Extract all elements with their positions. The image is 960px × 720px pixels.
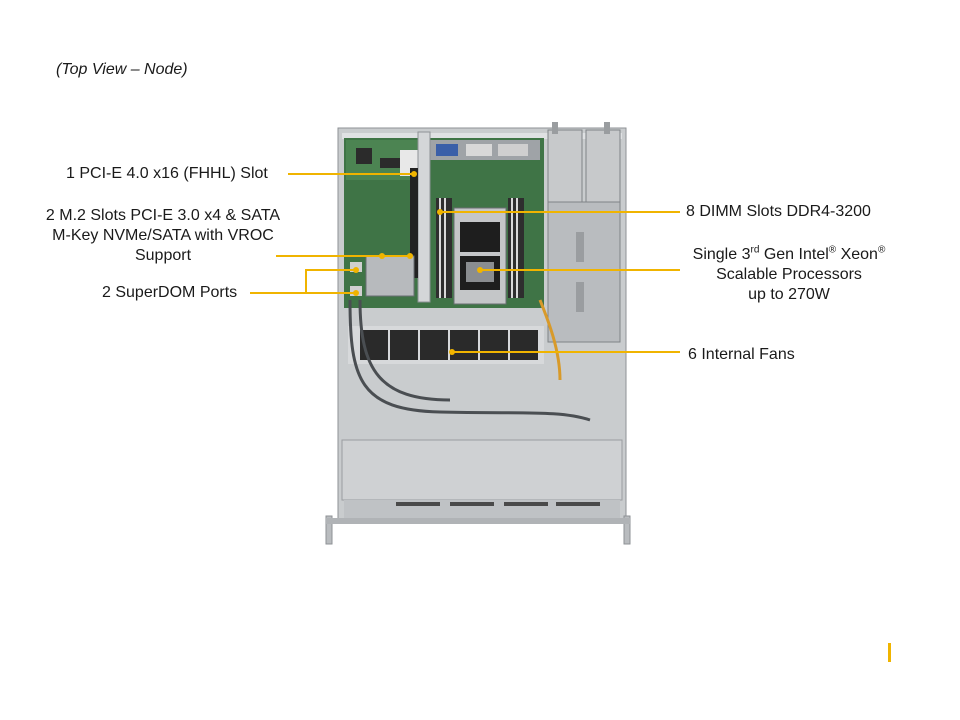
label-m2-line1: 2 M.2 Slots PCI-E 3.0 x4 & SATA	[45, 207, 281, 224]
pcie-riser	[410, 131, 431, 303]
leader-fans-dot	[449, 349, 455, 355]
fan-bay	[348, 326, 544, 364]
leader-superdom	[250, 269, 356, 294]
label-cpu: Single 3rd Gen Intel® Xeon® Scalable Pro…	[680, 245, 898, 305]
front-bay	[341, 439, 623, 518]
label-pcie-slot: 1 PCI-E 4.0 x16 (FHHL) Slot	[66, 165, 268, 182]
label-m2-line3: Support	[134, 247, 192, 264]
leader-cpu-dot	[477, 267, 483, 273]
label-m2-line2: M-Key NVMe/SATA with VROC	[52, 227, 274, 244]
label-cpu-line1: Single 3rd Gen Intel® Xeon®	[692, 244, 886, 263]
leader-m2-dot-b	[407, 253, 413, 259]
leader-superdom-dot-a	[353, 267, 359, 273]
accent-bar	[888, 643, 891, 662]
leader-pcie-dot	[411, 171, 417, 177]
leader-superdom-dot-b	[353, 290, 359, 296]
label-m2-slots: 2 M.2 Slots PCI-E 3.0 x4 & SATA M-Key NV…	[40, 206, 286, 266]
cpu-heatsink	[453, 207, 507, 305]
label-cpu-line3: up to 270W	[748, 286, 830, 303]
label-dimm-slots: 8 DIMM Slots DDR4-3200	[686, 203, 871, 220]
label-fans: 6 Internal Fans	[688, 346, 795, 363]
view-caption: (Top View – Node)	[56, 61, 188, 78]
label-superdom: 2 SuperDOM Ports	[102, 284, 238, 301]
label-cpu-line2: Scalable Processors	[716, 266, 862, 283]
leader-m2-dot-a	[379, 253, 385, 259]
dimm-slots	[436, 198, 524, 298]
cables	[348, 299, 591, 422]
power-supplies	[547, 122, 621, 343]
leader-dimm-dot	[437, 209, 443, 215]
